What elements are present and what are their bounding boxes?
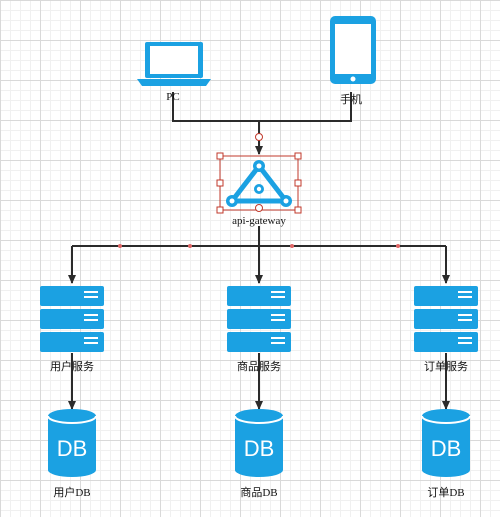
label-user-service: 用户服务 [50,361,94,373]
order-service-server-icon[interactable] [414,286,478,352]
order-db-cylinder-icon[interactable]: DB [421,409,471,477]
selection-handles[interactable] [216,152,302,214]
product-service-server-icon[interactable] [227,286,291,352]
laptop-icon[interactable] [137,42,211,86]
label-order-service: 订单服务 [424,361,468,373]
label-product-db: 商品DB [240,487,278,499]
label-api-gateway: api-gateway [232,215,286,227]
connectors [68,92,450,410]
user-db-icon-text: DB [57,436,88,461]
product-db-cylinder-icon[interactable]: DB [234,409,284,477]
connection-handles[interactable] [255,133,263,212]
smartphone-icon[interactable] [330,16,376,84]
bus-handles [118,244,400,248]
label-product-service: 商品服务 [237,361,281,373]
user-service-server-icon[interactable] [40,286,104,352]
edge-phone-gateway[interactable] [259,92,352,122]
api-gateway-icon [229,163,289,204]
user-db-cylinder-icon[interactable]: DB [47,409,97,477]
label-user-db: 用户DB [53,487,91,499]
label-order-db: 订单DB [427,487,465,499]
edge-pc-gateway[interactable] [172,92,259,122]
api-gateway-node[interactable] [216,133,302,214]
label-pc: PC [166,91,180,103]
product-db-icon-text: DB [244,436,275,461]
order-db-icon-text: DB [431,436,462,461]
label-phone: 手机 [340,94,362,106]
